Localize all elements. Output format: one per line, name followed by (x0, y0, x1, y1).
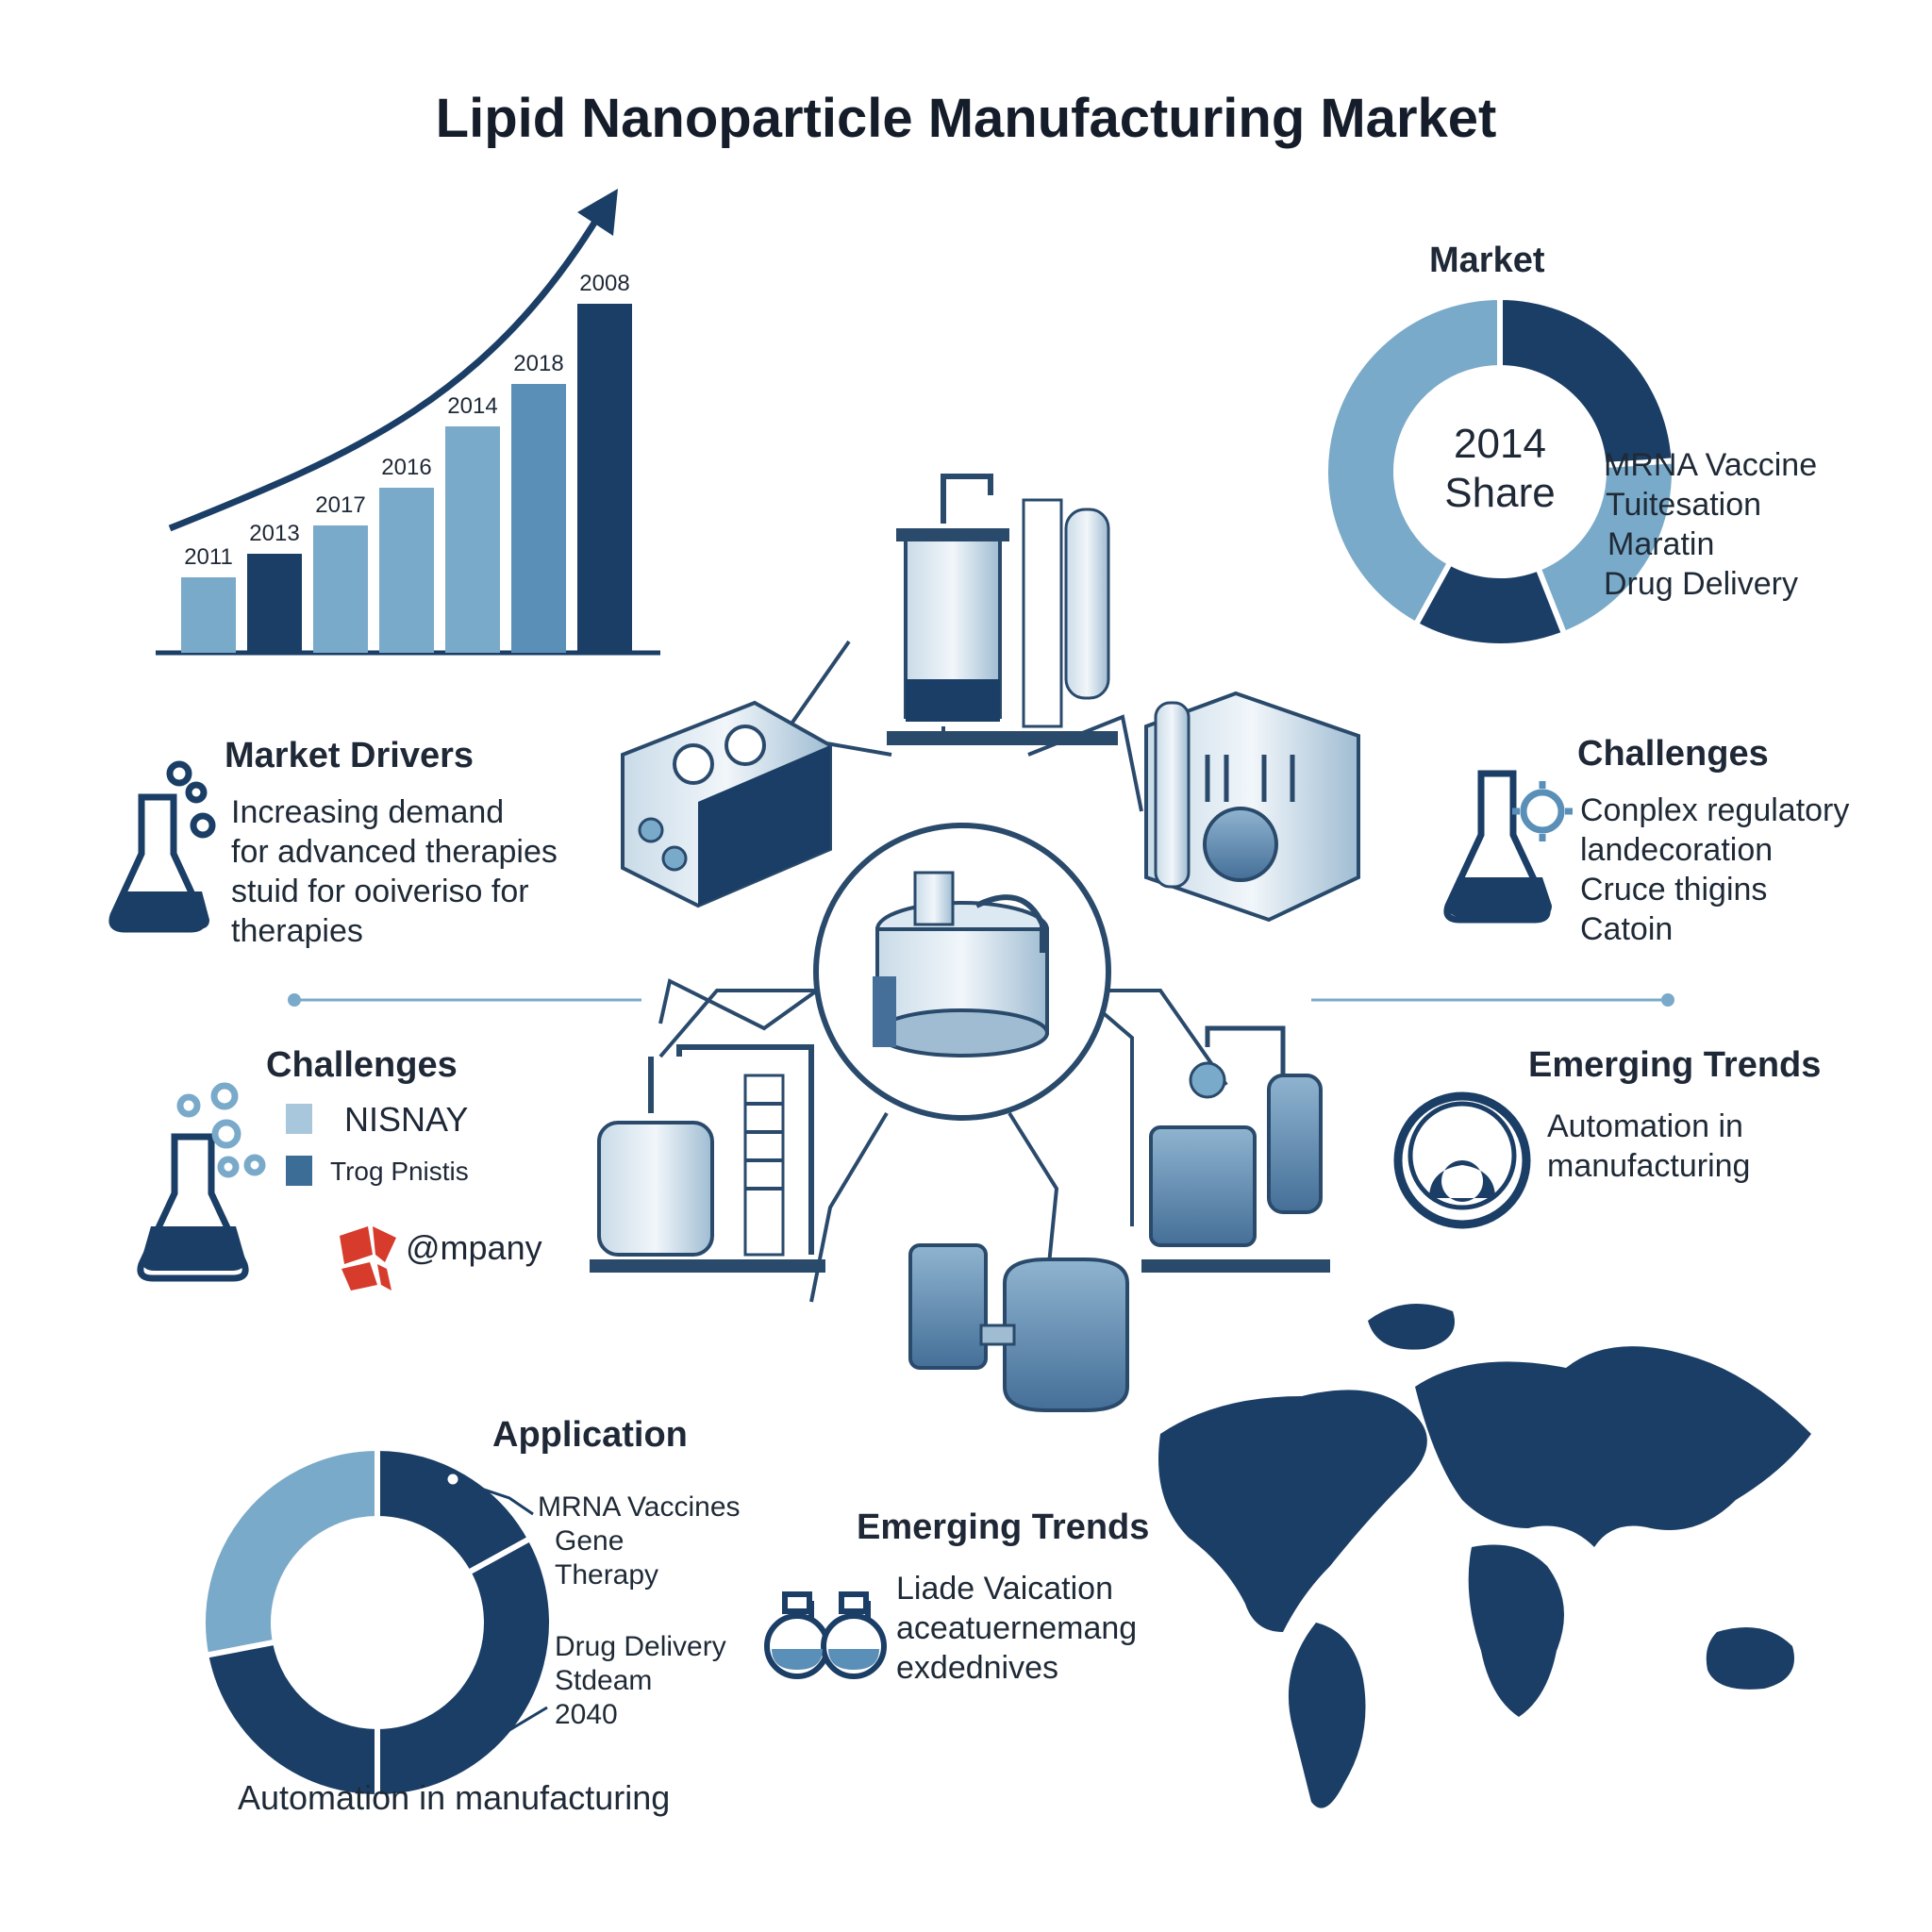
application-heading: Application (492, 1415, 688, 1455)
page-title: Lipid Nanoparticle Manufacturing Market (435, 88, 1497, 149)
flask-icon-challenges-right (1443, 770, 1552, 924)
top-reactor-icon (887, 474, 1118, 745)
company-name: @mpany (406, 1228, 542, 1267)
market-heading: Market (1429, 241, 1545, 280)
central-reactor-icon (873, 871, 1049, 1058)
growth-bar-label: 2016 (381, 455, 431, 480)
emerging-bottom-line: aceatuernemang (896, 1610, 1138, 1646)
market-donut-slice (1323, 293, 1503, 629)
bottom-tanks-icon (908, 1243, 1129, 1412)
market-drivers-text: Increasing demand for advanced therapies… (231, 792, 558, 951)
application-footer: Automation in manufacturing (238, 1778, 671, 1817)
market-drivers-line: for advanced therapies (231, 834, 558, 870)
market-legend: MRNA Vaccine Tuitesation Maratin Drug De… (1604, 445, 1817, 604)
challenges-right-line: Catoin (1580, 911, 1674, 947)
market-legend-item: Drug Delivery (1604, 566, 1798, 602)
world-map (1158, 1304, 1811, 1808)
growth-bar (445, 426, 500, 653)
emerging-right-line: Automation in (1547, 1108, 1743, 1144)
market-center-year: 2014 (1454, 421, 1546, 467)
market-center-share: Share (1444, 470, 1556, 516)
growth-arrow-head (577, 189, 618, 236)
flask-icon-challenges-left (137, 1082, 266, 1282)
lower-left-vessel-icon (590, 1044, 825, 1273)
application-label: Drug Delivery (555, 1631, 726, 1662)
right-cabinet-icon (1144, 691, 1360, 923)
challenges-right-line: landecoration (1580, 832, 1774, 868)
growth-bar-label: 2008 (579, 271, 629, 296)
growth-bar (313, 525, 368, 653)
application-label: 2040 (555, 1699, 618, 1730)
market-legend-item: MRNA Vaccine (1604, 447, 1818, 483)
left-control-box-icon (621, 700, 832, 908)
flask-icon-drivers (108, 760, 216, 933)
legend-swatch-light (286, 1104, 312, 1134)
market-drivers-line: therapies (231, 913, 363, 949)
challenges-left-heading: Challenges (266, 1045, 458, 1085)
gear-icon (1512, 781, 1573, 841)
pointer-dot-left (288, 993, 301, 1007)
legend-swatch-dark (286, 1156, 312, 1186)
emerging-right-line: manufacturing (1547, 1148, 1751, 1184)
growth-bar-label: 2014 (447, 393, 497, 419)
challenges-right-heading: Challenges (1577, 734, 1769, 774)
emerging-right-heading: Emerging Trends (1528, 1045, 1822, 1085)
application-donut-slice (200, 1444, 380, 1659)
challenges-left-legend-1: NISNAY (344, 1100, 469, 1139)
growth-bar (181, 577, 236, 653)
application-labels-top: MRNA Vaccines Gene Therapy (538, 1491, 741, 1592)
growth-arrow (168, 206, 608, 532)
challenges-left-legend-2: Trog Pnistis (330, 1157, 469, 1186)
emerging-right-text: Automation in manufacturing (1547, 1107, 1750, 1186)
person-icon (1393, 1091, 1531, 1229)
application-label: Gene (555, 1525, 625, 1557)
market-drivers-line: Increasing demand (231, 794, 505, 830)
growth-bar (577, 304, 632, 653)
growth-bar (247, 554, 302, 653)
application-callout-dot (444, 1471, 461, 1488)
market-drivers-line: stuid for ooiveriso for (231, 874, 529, 909)
company-logo-icon (340, 1226, 396, 1291)
pointer-dot-right (1661, 993, 1674, 1007)
challenges-right-text: Conplex regulatory landecoration Cruce t… (1580, 791, 1849, 949)
growth-bar-label: 2017 (315, 492, 365, 518)
market-donut-slice (1534, 458, 1677, 638)
application-callout (470, 1706, 548, 1766)
application-donut-slice (375, 1534, 555, 1801)
application-labels-bottom: Drug Delivery Stdeam 2040 (555, 1630, 726, 1732)
growth-bar (379, 488, 434, 653)
market-drivers-heading: Market Drivers (225, 736, 475, 775)
growth-bar-label: 2011 (184, 544, 233, 570)
growth-bar (511, 384, 566, 653)
emerging-bottom-text: Liade Vaication aceatuernemang exdednive… (896, 1569, 1137, 1688)
market-legend-item: Maratin (1607, 526, 1715, 562)
growth-bar-label: 2018 (513, 351, 563, 376)
emerging-bottom-line: exdednives (896, 1650, 1059, 1686)
growth-bar-label: 2013 (249, 521, 299, 546)
application-donut-slice (202, 1639, 380, 1801)
emerging-bottom-heading: Emerging Trends (857, 1507, 1150, 1547)
application-label: Therapy (555, 1559, 659, 1591)
person-icon-silhouette (1429, 1160, 1495, 1202)
application-callout (452, 1477, 534, 1516)
challenges-right-line: Cruce thigins (1580, 872, 1768, 908)
emerging-bottom-line: Liade Vaication (896, 1571, 1113, 1607)
market-center-label: 2014 Share (1434, 420, 1566, 518)
lower-right-vessel-icon (1141, 1025, 1330, 1273)
application-label: Stdeam (555, 1665, 653, 1696)
market-legend-item: Tuitesation (1606, 487, 1762, 523)
application-label: MRNA Vaccines (538, 1491, 741, 1523)
challenges-right-line: Conplex regulatory (1580, 792, 1850, 828)
market-donut-slice (1497, 293, 1677, 469)
flasks-icon-bottom (764, 1591, 887, 1679)
